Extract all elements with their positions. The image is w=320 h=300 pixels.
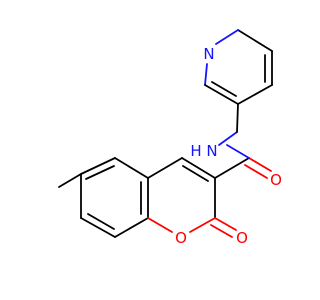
bond-layer bbox=[58, 29, 273, 238]
bond-benz-4 bbox=[114, 217, 149, 238]
bond-benz-2 bbox=[114, 157, 149, 179]
atom-o-ring: O bbox=[175, 229, 187, 247]
bond-pyr-3 bbox=[237, 29, 273, 52]
bond-ch2-pyr bbox=[236, 103, 239, 133]
bond-c3-amide-c bbox=[214, 157, 250, 179]
atom-o-lactone: O bbox=[236, 229, 248, 247]
atom-n-pyridine: N bbox=[203, 45, 214, 63]
bond-o1-c8a bbox=[147, 217, 173, 233]
bond-c4-c3-inner bbox=[182, 165, 209, 182]
bond-amide-co-2 bbox=[244, 164, 268, 179]
bond-pyr-4 bbox=[215, 29, 239, 45]
bond-n-ch2 bbox=[218, 131, 238, 146]
bond-c2-o1 bbox=[189, 217, 216, 233]
bond-pyr-5 bbox=[204, 63, 208, 86]
bond-lactone-co-1 bbox=[214, 217, 237, 231]
bond-methyl bbox=[58, 173, 82, 188]
bond-c4a-c4 bbox=[147, 157, 183, 179]
bond-benz-1 bbox=[80, 157, 116, 175]
atom-label-layer: N H N O O O bbox=[175, 45, 282, 247]
bond-pyr-6-inner bbox=[211, 81, 237, 97]
bond-lactone-co-2 bbox=[210, 224, 233, 238]
bond-amide-c-n bbox=[226, 144, 250, 159]
bond-c4-c3 bbox=[181, 157, 216, 179]
atom-o-amide: O bbox=[270, 171, 282, 189]
bond-benz-1-inner bbox=[85, 165, 115, 180]
bond-pyr-6 bbox=[204, 84, 239, 105]
bond-benz-5-inner bbox=[87, 213, 115, 230]
bond-benz-5 bbox=[80, 217, 116, 238]
chemical-structure-diagram: N H N O O O bbox=[58, 29, 282, 247]
bond-pyr-1 bbox=[237, 84, 273, 105]
bond-amide-co-1 bbox=[248, 157, 272, 172]
atom-n-amide: N bbox=[206, 142, 217, 160]
atom-h-amide: H bbox=[190, 142, 201, 160]
